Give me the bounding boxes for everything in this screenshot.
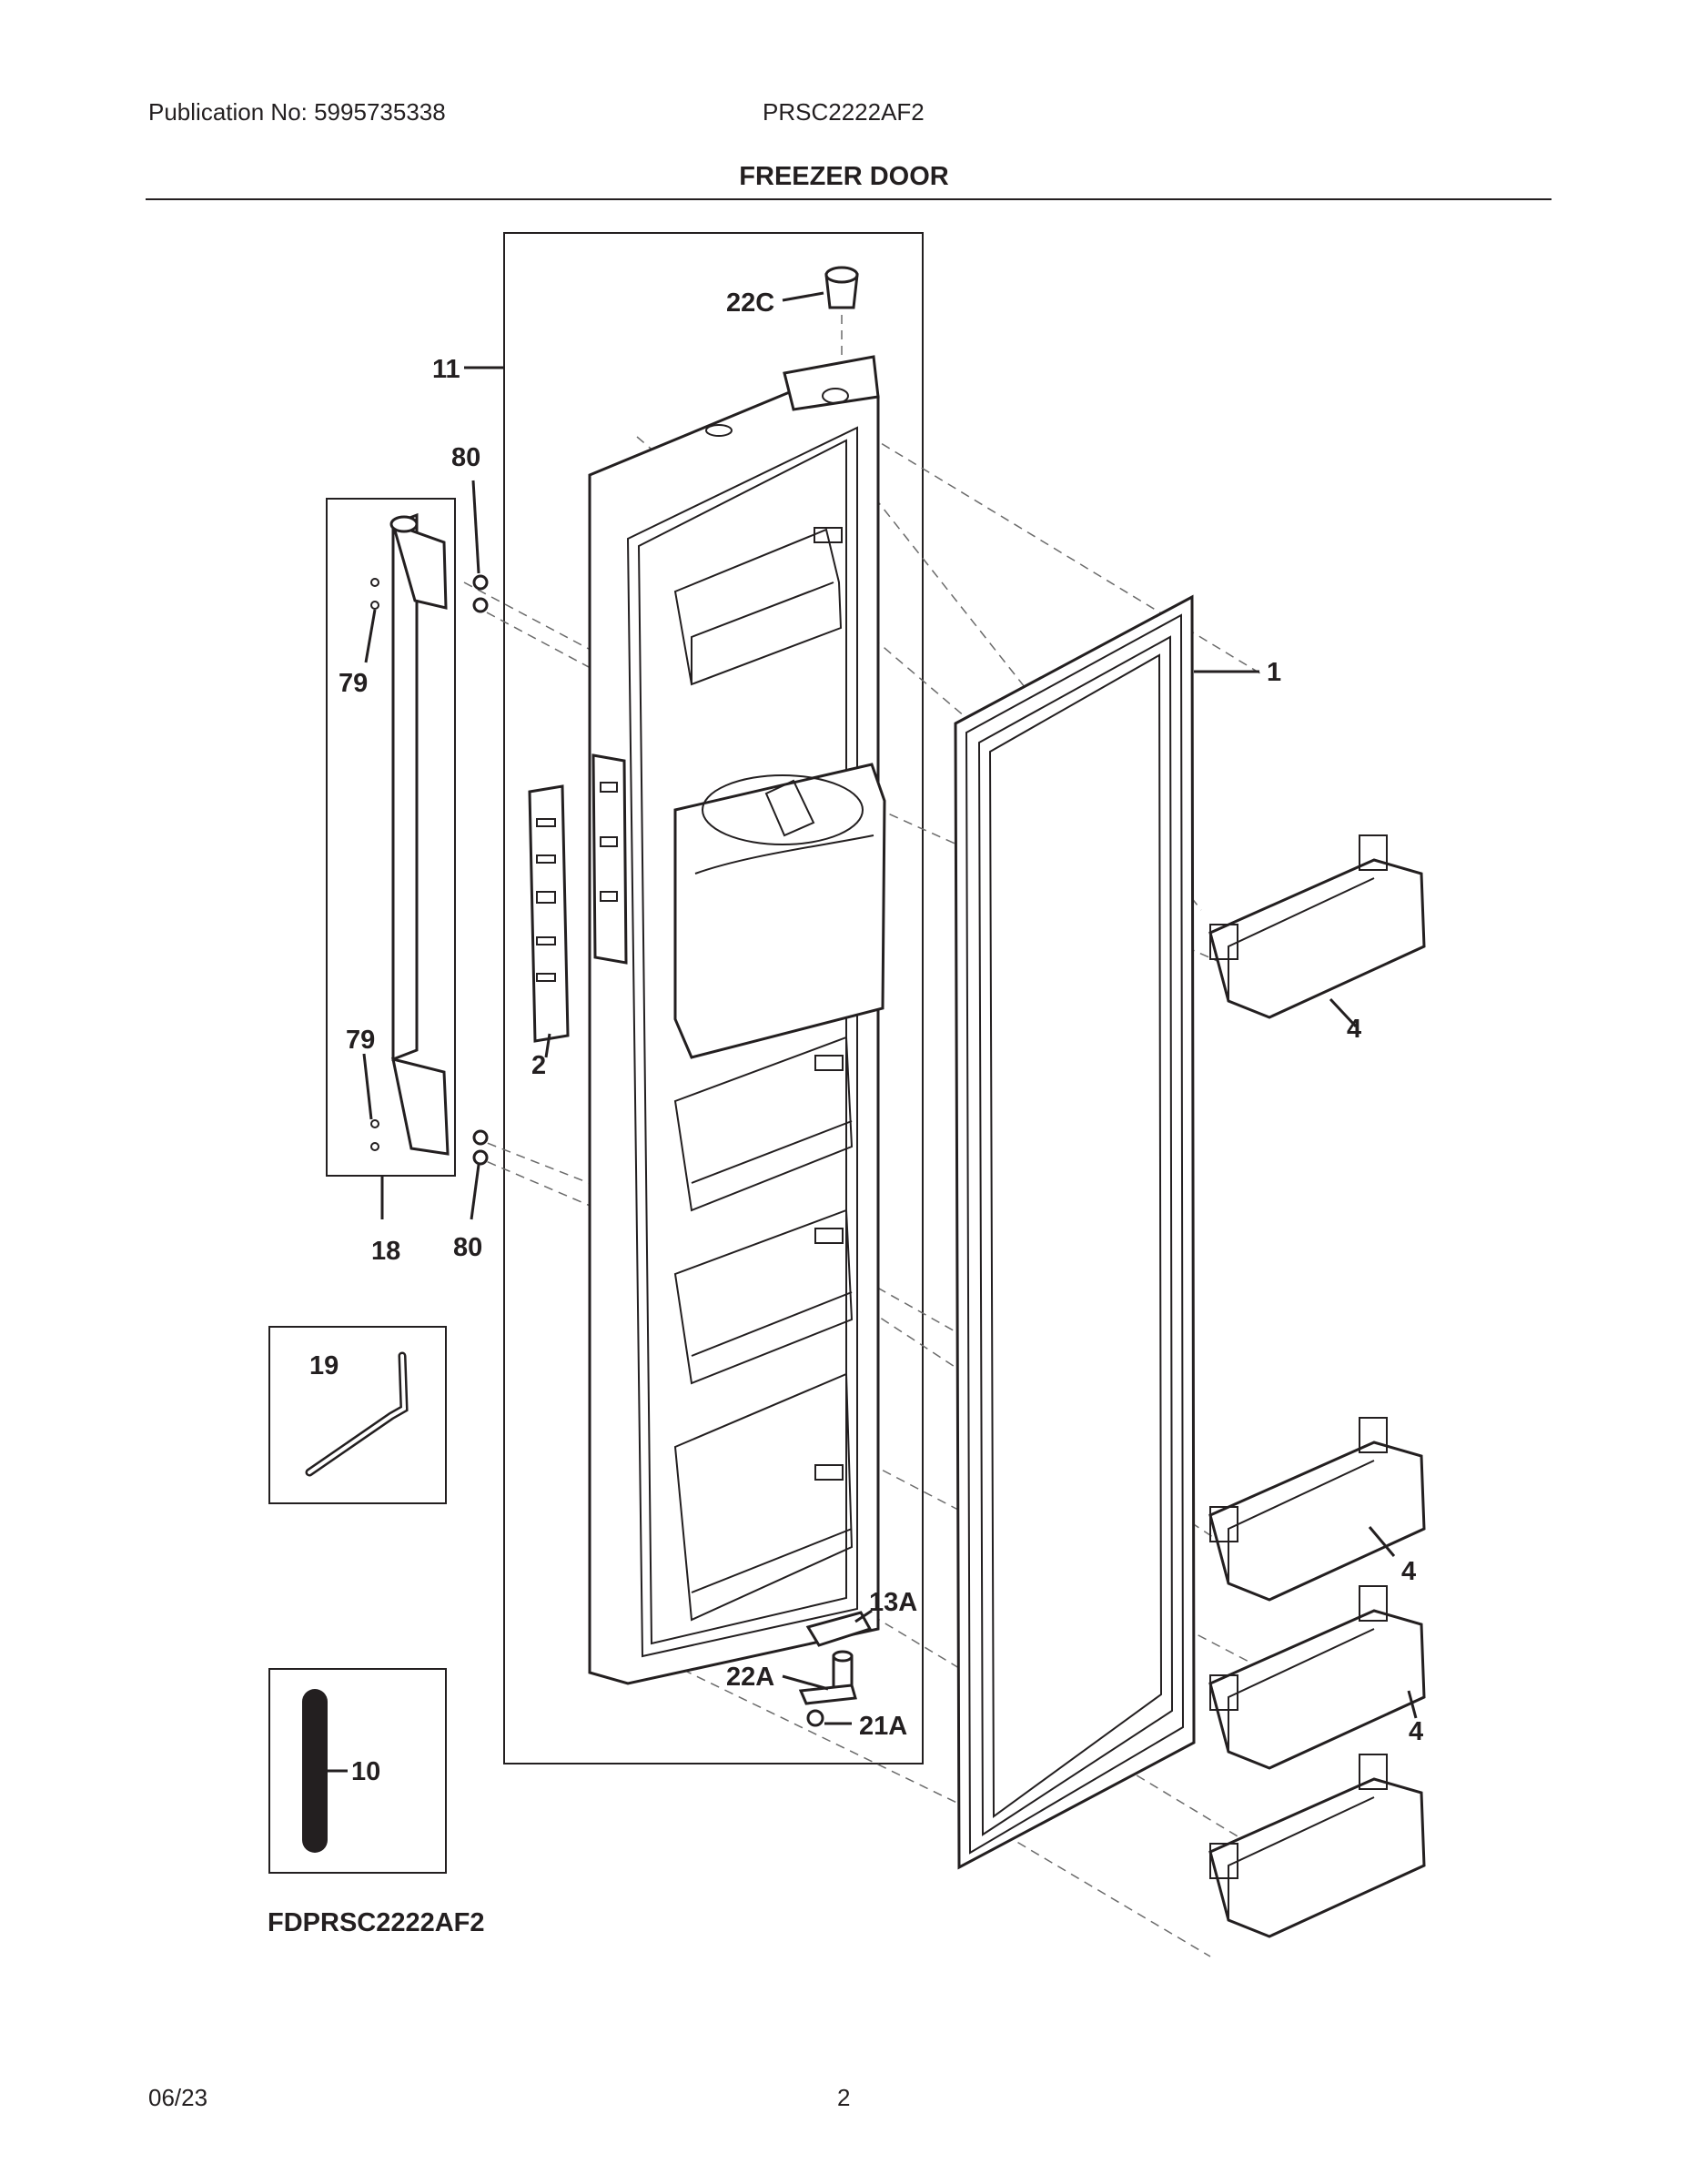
callout-13a: 13A [869, 1588, 917, 1617]
callout-4-a: 4 [1347, 1015, 1361, 1044]
callout-22c: 22C [726, 288, 774, 318]
door-bin-2 [1208, 1417, 1426, 1602]
door-handle [370, 512, 450, 1156]
callout-1: 1 [1267, 658, 1281, 687]
callout-2: 2 [531, 1051, 546, 1080]
publication-number: Publication No: 5995735338 [148, 98, 446, 126]
allen-wrench-highlight [308, 1354, 407, 1474]
diagram-code: FDPRSC2222AF2 [268, 1908, 485, 1937]
door-bin-4 [1208, 1754, 1426, 1938]
door-assembly-frame [503, 232, 924, 1764]
tube-part [302, 1689, 328, 1853]
model-number: PRSC2222AF2 [763, 98, 925, 126]
callout-79-bottom: 79 [346, 1026, 375, 1055]
callout-4-b: 4 [1401, 1557, 1416, 1586]
page-title: FREEZER DOOR [739, 162, 949, 191]
callout-19: 19 [309, 1351, 339, 1380]
callout-4-c: 4 [1409, 1717, 1423, 1746]
callout-10: 10 [351, 1757, 380, 1786]
door-liner [588, 355, 886, 1685]
bushing-22c [824, 266, 859, 309]
tube-box [268, 1668, 447, 1874]
leader-lines [328, 291, 1418, 1773]
callout-80-bottom: 80 [453, 1233, 482, 1262]
screws-80 [472, 574, 489, 1166]
door-bin-3 [1208, 1585, 1426, 1770]
header-divider [146, 198, 1552, 200]
door-gasket [954, 594, 1196, 1870]
bottom-hinge-parts [798, 1611, 873, 1727]
callout-80-top: 80 [451, 443, 480, 472]
wrench-box [268, 1326, 447, 1504]
door-bin-1 [1208, 834, 1426, 1019]
control-panel [528, 753, 628, 1043]
handle-box [326, 498, 456, 1177]
callout-79-top: 79 [339, 669, 368, 698]
callout-18: 18 [371, 1237, 400, 1266]
page-number: 2 [837, 2084, 851, 2111]
callout-11: 11 [432, 355, 460, 384]
callout-21a: 21A [859, 1712, 907, 1741]
footer-date: 06/23 [148, 2084, 208, 2111]
callout-22a: 22A [726, 1663, 774, 1692]
